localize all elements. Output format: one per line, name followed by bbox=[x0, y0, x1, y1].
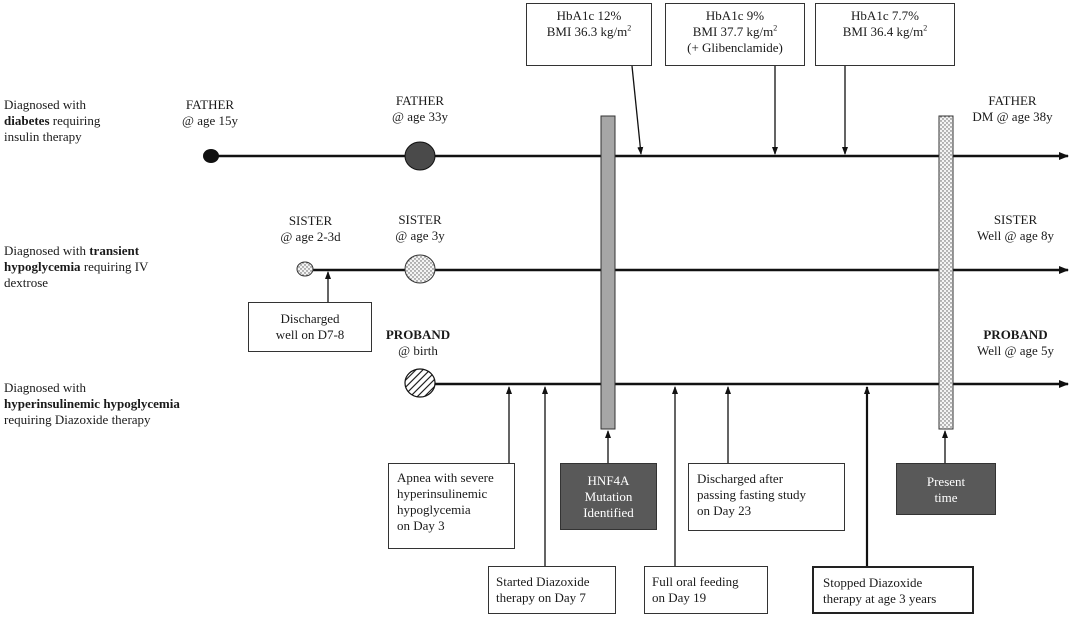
started-diazoxide-line2: therapy on Day 7 bbox=[496, 590, 586, 605]
hnf4a-line2: Mutation bbox=[584, 489, 633, 504]
arrow-hba1c-12 bbox=[631, 65, 644, 155]
apnea-box: Apnea with severe hyperinsulinemic hypog… bbox=[388, 463, 515, 549]
father-end-label: FATHER DM @ age 38y bbox=[960, 93, 1065, 125]
father-15y-age: @ age 15y bbox=[181, 113, 238, 128]
sister-end-label: SISTER Well @ age 8y bbox=[963, 212, 1068, 244]
sister-marker-2-3d bbox=[296, 261, 314, 277]
sister-3y-name: SISTER bbox=[398, 212, 442, 227]
father-marker-15y bbox=[203, 149, 219, 163]
proband-desc-line1: Diagnosed with bbox=[4, 380, 86, 395]
apnea-line3: hypoglycemia bbox=[397, 502, 471, 517]
sister-row-description: Diagnosed with transient hypoglycemia re… bbox=[4, 243, 148, 291]
hba1c-9-sup: 2 bbox=[773, 23, 778, 33]
father-marker-33y bbox=[404, 141, 436, 171]
father-desc-insulin: insulin therapy bbox=[4, 129, 82, 144]
started-diazoxide-line1: Started Diazoxide bbox=[496, 574, 590, 589]
stopped-diazoxide-box: Stopped Diazoxide therapy at age 3 years bbox=[812, 566, 974, 614]
hba1c-7-7-line2: BMI 36.4 kg/m2 bbox=[816, 24, 954, 40]
sister-discharged-box: Discharged well on D7-8 bbox=[248, 302, 372, 352]
sister-desc-hypoglycemia: hypoglycemia bbox=[4, 259, 81, 274]
hnf4a-line1: HNF4A bbox=[587, 473, 630, 488]
hba1c-7-7-sup: 2 bbox=[923, 23, 928, 33]
present-time-box: Present time bbox=[896, 463, 996, 515]
proband-birth-name: PROBAND bbox=[385, 327, 451, 342]
stopped-diazoxide-line1: Stopped Diazoxide bbox=[823, 575, 923, 590]
apnea-line2: hyperinsulinemic bbox=[397, 486, 488, 501]
proband-label-birth: PROBAND @ birth bbox=[373, 327, 463, 359]
sister-discharged-line2: well on D7-8 bbox=[275, 327, 345, 342]
father-desc-requiring: requiring bbox=[49, 113, 101, 128]
proband-end-status: Well @ age 5y bbox=[977, 343, 1054, 358]
discharged-day23-box: Discharged after passing fasting study o… bbox=[688, 463, 845, 531]
sister-end-status: Well @ age 8y bbox=[977, 228, 1054, 243]
full-oral-line2: on Day 19 bbox=[652, 590, 707, 605]
hba1c-12-box: HbA1c 12% BMI 36.3 kg/m2 bbox=[526, 3, 652, 66]
father-33y-name: FATHER bbox=[395, 93, 445, 108]
father-end-name: FATHER bbox=[988, 93, 1037, 108]
hba1c-12-bmi: BMI 36.3 kg/m bbox=[546, 24, 628, 39]
present-time-bar bbox=[938, 115, 954, 430]
sister-2-3d-age: @ age 2-3d bbox=[280, 229, 341, 244]
discharged-day23-line1: Discharged after bbox=[697, 471, 784, 486]
sister-marker-3y bbox=[404, 254, 436, 284]
sister-desc-transient: transient bbox=[89, 243, 140, 258]
hnf4a-line3: Identified bbox=[583, 505, 634, 520]
hnf4a-bar bbox=[600, 115, 616, 430]
discharged-day23-line2: passing fasting study bbox=[697, 487, 807, 502]
proband-desc-hh: hyperinsulinemic hypoglycemia bbox=[4, 396, 180, 411]
discharged-day23-line3: on Day 23 bbox=[697, 503, 752, 518]
sister-discharged-line1: Discharged bbox=[280, 311, 340, 326]
father-desc-line1: Diagnosed with bbox=[4, 97, 86, 112]
father-33y-age: @ age 33y bbox=[391, 109, 448, 124]
sister-desc-line1: Diagnosed with bbox=[4, 243, 90, 258]
hba1c-9-line2: BMI 37.7 kg/m2 bbox=[666, 24, 804, 40]
hba1c-7-7-bmi: BMI 36.4 kg/m bbox=[842, 24, 924, 39]
hnf4a-box: HNF4A Mutation Identified bbox=[560, 463, 657, 530]
sister-label-3y: SISTER @ age 3y bbox=[380, 212, 460, 244]
apnea-line1: Apnea with severe bbox=[397, 470, 494, 485]
sister-label-2-3d: SISTER @ age 2-3d bbox=[268, 213, 353, 245]
proband-row-description: Diagnosed with hyperinsulinemic hypoglyc… bbox=[4, 380, 180, 428]
hba1c-7-7-line1: HbA1c 7.7% bbox=[851, 8, 919, 23]
sister-desc-dextrose: dextrose bbox=[4, 275, 49, 290]
hba1c-9-bmi: BMI 37.7 kg/m bbox=[692, 24, 774, 39]
sister-3y-age: @ age 3y bbox=[395, 228, 445, 243]
hba1c-9-line1: HbA1c 9% bbox=[705, 8, 765, 23]
hba1c-12-line2: BMI 36.3 kg/m2 bbox=[527, 24, 651, 40]
proband-birth-age: @ birth bbox=[398, 343, 438, 358]
present-time-line2: time bbox=[934, 490, 958, 505]
sister-desc-requiring: requiring IV bbox=[80, 259, 149, 274]
hba1c-9-line3: (+ Glibenclamide) bbox=[687, 40, 783, 55]
proband-desc-diazoxide: requiring Diazoxide therapy bbox=[4, 412, 151, 427]
hba1c-9-box: HbA1c 9% BMI 37.7 kg/m2 (+ Glibenclamide… bbox=[665, 3, 805, 66]
started-diazoxide-box: Started Diazoxide therapy on Day 7 bbox=[488, 566, 616, 614]
hba1c-7-7-box: HbA1c 7.7% BMI 36.4 kg/m2 bbox=[815, 3, 955, 66]
father-15y-name: FATHER bbox=[185, 97, 235, 112]
sister-end-name: SISTER bbox=[993, 212, 1038, 227]
full-oral-line1: Full oral feeding bbox=[652, 574, 739, 589]
proband-end-label: PROBAND Well @ age 5y bbox=[963, 327, 1068, 359]
father-end-status: DM @ age 38y bbox=[972, 109, 1053, 124]
present-time-line1: Present bbox=[926, 474, 966, 489]
hba1c-12-line1: HbA1c 12% bbox=[556, 8, 622, 23]
father-label-15y: FATHER @ age 15y bbox=[170, 97, 250, 129]
proband-end-name: PROBAND bbox=[983, 327, 1048, 342]
stopped-diazoxide-line2: therapy at age 3 years bbox=[823, 591, 937, 606]
apnea-line4: on Day 3 bbox=[397, 518, 445, 533]
sister-2-3d-name: SISTER bbox=[288, 213, 333, 228]
proband-marker-birth bbox=[404, 368, 436, 398]
father-row-description: Diagnosed with diabetes requiring insuli… bbox=[4, 97, 100, 145]
father-label-33y: FATHER @ age 33y bbox=[375, 93, 465, 125]
hba1c-12-sup: 2 bbox=[627, 23, 632, 33]
father-desc-diabetes: diabetes bbox=[4, 113, 50, 128]
full-oral-box: Full oral feeding on Day 19 bbox=[644, 566, 768, 614]
